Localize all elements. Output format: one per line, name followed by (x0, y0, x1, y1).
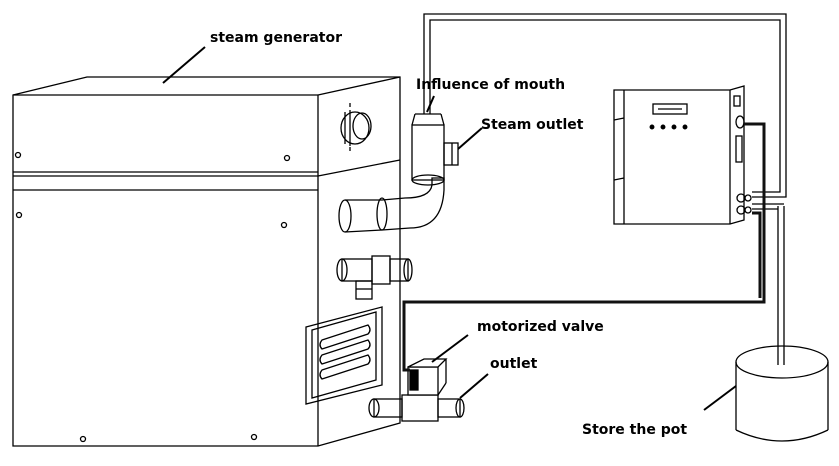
side-knob (340, 103, 372, 151)
label-motorized-valve: motorized valve (477, 319, 604, 335)
steam-pipe-elbow (338, 113, 459, 233)
signal-cable (402, 122, 766, 372)
label-steam-generator: steam generator (210, 30, 342, 46)
storage-pot (735, 345, 829, 442)
label-influence-of-mouth: Influence of mouth (416, 77, 566, 93)
motorized-valve (368, 358, 465, 422)
label-store-the-pot: Store the pot (582, 422, 688, 438)
steam-generator-box (12, 76, 401, 447)
drain-fitting (336, 255, 413, 300)
leader-lines (162, 46, 737, 411)
control-box (613, 85, 752, 225)
label-steam-outlet: Steam outlet (481, 117, 584, 133)
vent-grille (305, 306, 383, 405)
label-outlet: outlet (490, 356, 538, 372)
